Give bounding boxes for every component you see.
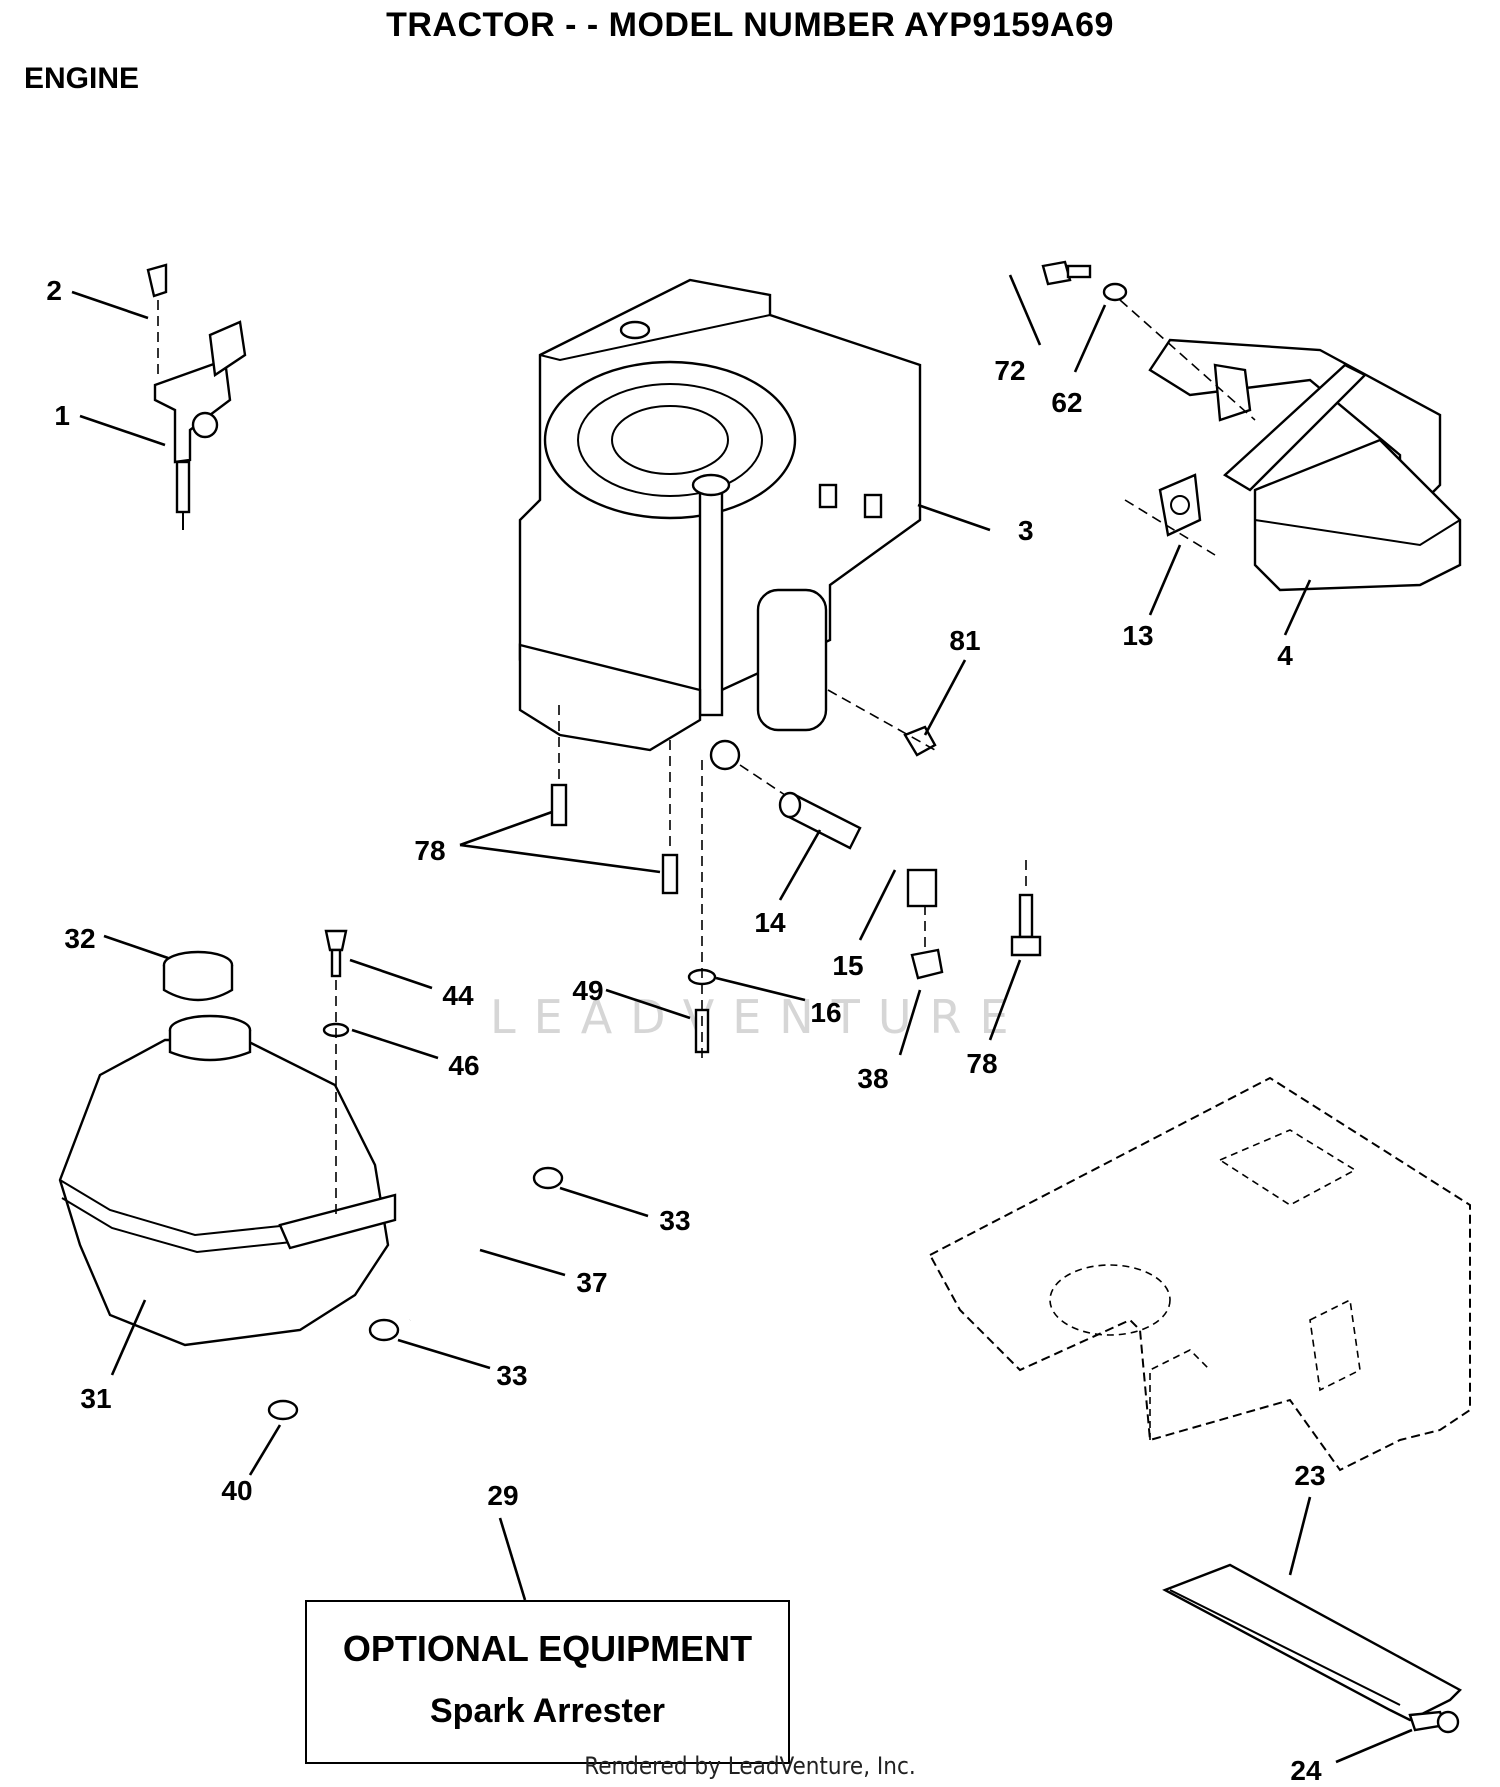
callout-32: 32	[64, 923, 95, 954]
callout-29: 29	[487, 1480, 518, 1511]
callout-15: 15	[832, 950, 863, 981]
fuel-cap[interactable]	[162, 950, 234, 1002]
lockwasher-62[interactable]	[1102, 282, 1128, 302]
leader-lines	[71, 274, 1413, 1764]
drain-cap-15[interactable]	[906, 868, 938, 908]
bolt-78-upper[interactable]	[550, 783, 679, 895]
callout-78-lower: 78	[966, 1048, 997, 1079]
page-title: TRACTOR - - MODEL NUMBER AYP9159A69	[386, 6, 1114, 44]
callout-3: 3	[1018, 515, 1034, 546]
watermark: LEADVENTURE	[490, 990, 1027, 1044]
callout-46: 46	[448, 1050, 479, 1081]
optional-equipment-heading: OPTIONAL EQUIPMENT	[342, 1628, 753, 1669]
callout-4: 4	[1277, 640, 1293, 671]
callout-44: 44	[442, 980, 474, 1011]
section-heading: ENGINE	[24, 62, 140, 95]
screw-24[interactable]	[1408, 1710, 1460, 1734]
callout-33-upper: 33	[659, 1205, 690, 1236]
callout-72: 72	[994, 355, 1025, 386]
footer-credit: Rendered by LeadVenture, Inc.	[584, 1752, 916, 1780]
optional-equipment-box: OPTIONAL EQUIPMENT Spark Arrester	[305, 1600, 790, 1764]
callout-33-lower: 33	[496, 1360, 527, 1391]
callout-81: 81	[949, 625, 980, 656]
callout-14: 14	[754, 907, 786, 938]
fuel-line[interactable]	[408, 1178, 548, 1323]
callout-2: 2	[46, 275, 62, 306]
engine[interactable]	[518, 278, 922, 771]
screw-44[interactable]	[324, 929, 348, 978]
fuel-tank[interactable]	[58, 1014, 397, 1347]
callout-1: 1	[54, 400, 70, 431]
callout-23: 23	[1294, 1460, 1325, 1491]
muffler[interactable]	[1148, 338, 1462, 592]
nut-38[interactable]	[910, 948, 944, 980]
bolt-78-lower[interactable]	[1010, 893, 1042, 957]
oil-drain-pipe[interactable]	[778, 791, 862, 850]
callout-24: 24	[1290, 1755, 1322, 1786]
callout-78-upper: 78	[414, 835, 445, 866]
grommet-40[interactable]	[267, 1399, 299, 1421]
callout-40: 40	[221, 1475, 252, 1506]
callout-16: 16	[810, 997, 841, 1028]
callout-37: 37	[576, 1267, 607, 1298]
gasket[interactable]	[1158, 473, 1202, 537]
chassis-frame	[928, 1076, 1471, 1472]
callout-13: 13	[1122, 620, 1153, 651]
hose-clamp-upper[interactable]	[532, 1166, 564, 1190]
callout-62: 62	[1051, 387, 1082, 418]
bolt-72[interactable]	[1041, 260, 1092, 286]
throttle-control[interactable]	[146, 263, 247, 530]
heat-shield[interactable]	[1162, 1563, 1462, 1722]
hose-clamp-lower[interactable]	[368, 1318, 400, 1342]
optional-equipment-item: Spark Arrester	[430, 1692, 665, 1730]
callout-49: 49	[572, 975, 603, 1006]
callout-38: 38	[857, 1063, 888, 1094]
callout-31: 31	[80, 1383, 111, 1414]
